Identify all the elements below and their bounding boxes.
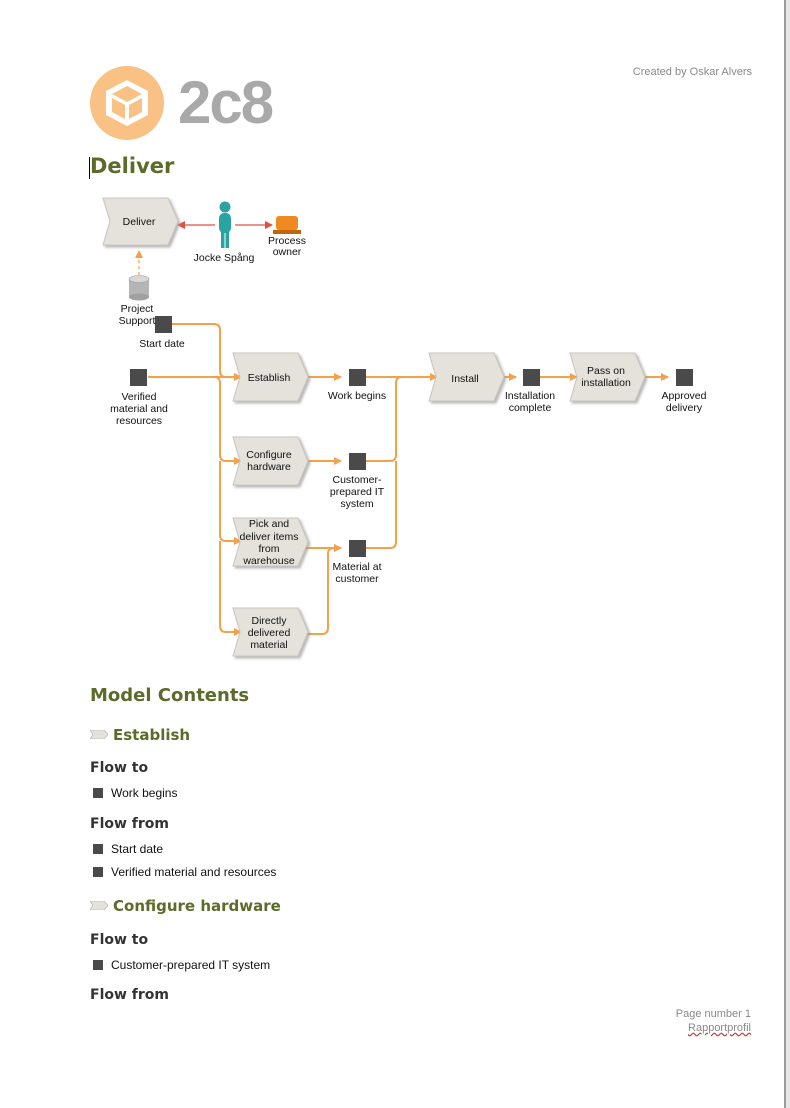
process-configure xyxy=(232,436,309,486)
page-number: Page number 1 xyxy=(675,1008,751,1020)
label-pick-2: deliver items xyxy=(240,531,299,543)
event-material-at xyxy=(349,540,366,557)
label-configure-2: hardware xyxy=(247,461,291,473)
flow-to-heading: Flow to xyxy=(90,932,149,948)
process-install xyxy=(428,352,505,402)
label-pass-on-2: installation xyxy=(581,377,631,389)
event-start-date xyxy=(155,316,172,333)
event-icon xyxy=(93,867,103,877)
logo-text: 2c8 xyxy=(178,69,274,136)
process-chevron-icon xyxy=(90,730,108,739)
list-item: Start date xyxy=(93,842,163,856)
list-item: Work begins xyxy=(93,786,177,800)
page-title: Deliver xyxy=(90,154,175,178)
label-verified-1: Verified xyxy=(121,391,156,403)
event-icon xyxy=(93,788,103,798)
list-item: Customer-prepared IT system xyxy=(93,958,270,972)
person-icon xyxy=(219,201,231,248)
role-icon xyxy=(273,216,301,234)
flow-from-heading: Flow from xyxy=(90,816,169,832)
label-install-complete-2: complete xyxy=(509,402,552,414)
event-verified xyxy=(130,369,147,386)
label-role-1: Process xyxy=(268,235,306,247)
section-title: Configure hardware xyxy=(113,897,281,915)
label-pick-3: from xyxy=(259,543,280,555)
flow-from-heading: Flow from xyxy=(90,987,169,1003)
label-support-2: Support xyxy=(119,315,156,327)
label-role-2: owner xyxy=(273,246,302,258)
event-work-begins xyxy=(349,369,366,386)
label-directly-3: material xyxy=(250,639,287,651)
label-deliver: Deliver xyxy=(123,216,156,228)
report-profile: Rapportprofil xyxy=(688,1022,751,1034)
flow-to-heading: Flow to xyxy=(90,760,149,776)
event-icon xyxy=(93,960,103,970)
process-establish xyxy=(232,352,309,402)
label-support-1: Project xyxy=(121,303,154,315)
process-chevron-icon xyxy=(90,901,108,910)
section-configure-heading: Configure hardware xyxy=(90,897,281,915)
page-edge xyxy=(784,0,786,1108)
label-customer-it-1: Customer- xyxy=(332,474,382,486)
label-configure-1: Configure xyxy=(246,449,292,461)
list-item: Verified material and resources xyxy=(93,865,276,879)
text-cursor xyxy=(89,157,90,179)
process-deliver xyxy=(102,197,179,246)
label-material-at-2: customer xyxy=(335,573,379,585)
page-shadow xyxy=(786,0,790,1108)
label-pick-1: Pick and xyxy=(249,518,289,530)
process-directly xyxy=(232,607,309,657)
database-icon xyxy=(128,275,150,301)
label-establish: Establish xyxy=(248,372,291,384)
label-install-complete-1: Installation xyxy=(505,390,555,402)
section-title: Establish xyxy=(113,726,191,744)
section-establish-heading: Establish xyxy=(90,726,190,744)
event-approved xyxy=(676,369,693,386)
process-diagram: Deliver Jocke Spång Process owner Projec… xyxy=(102,197,707,657)
logo-icon xyxy=(90,66,164,140)
label-install: Install xyxy=(451,373,478,385)
label-pass-on-1: Pass on xyxy=(587,365,625,377)
label-verified-2: material and xyxy=(110,403,168,415)
label-customer-it-3: system xyxy=(340,498,374,510)
process-pick xyxy=(232,517,309,567)
model-contents-heading: Model Contents xyxy=(90,685,250,706)
label-approved-1: Approved xyxy=(662,390,707,402)
event-install-complete xyxy=(523,369,540,386)
label-work-begins: Work begins xyxy=(328,390,386,402)
event-icon xyxy=(93,844,103,854)
label-customer-it-2: prepared IT xyxy=(330,486,385,498)
label-material-at-1: Material at xyxy=(332,561,381,573)
created-by: Created by Oskar Alvers xyxy=(632,66,752,78)
label-pick-4: warehouse xyxy=(242,555,295,567)
label-start-date: Start date xyxy=(139,338,185,350)
process-pass-on xyxy=(569,352,646,402)
event-customer-it xyxy=(349,453,366,470)
label-approved-2: delivery xyxy=(666,402,703,414)
label-verified-3: resources xyxy=(116,415,162,427)
label-directly-2: delivered xyxy=(248,627,291,639)
label-directly-1: Directly xyxy=(251,615,287,627)
label-person: Jocke Spång xyxy=(194,252,255,264)
